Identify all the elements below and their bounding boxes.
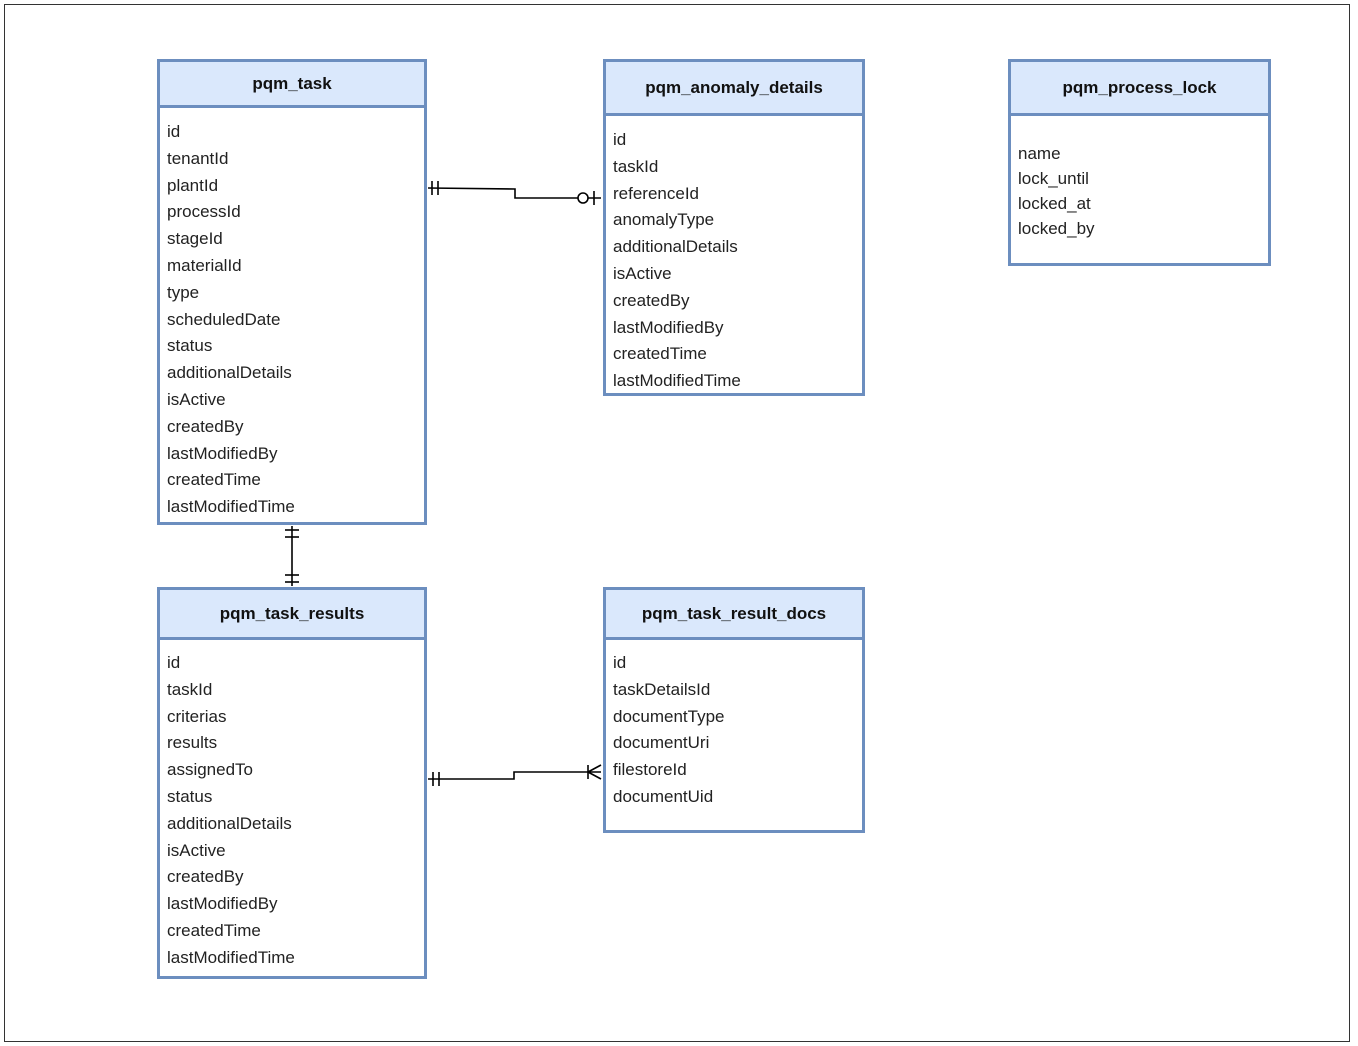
entity-title: pqm_task_results bbox=[160, 590, 424, 640]
one-or-many-marker bbox=[587, 764, 602, 773]
field-name: documentType bbox=[613, 706, 725, 726]
relationship-line bbox=[427, 187, 601, 199]
field-name: additionalDetails bbox=[613, 237, 738, 257]
field-name: lastModifiedTime bbox=[167, 947, 295, 967]
field-name: plantId bbox=[167, 175, 219, 195]
field-list: name lock_until locked_at locked_by bbox=[1011, 116, 1268, 241]
entity-pqm-process-lock[interactable]: pqm_process_lock name lock_until locked_… bbox=[1008, 59, 1271, 266]
relationship-line bbox=[428, 771, 601, 780]
field-name: referenceId bbox=[613, 183, 699, 203]
field-name: id bbox=[613, 653, 627, 672]
one-or-many-marker bbox=[587, 771, 602, 780]
entity-pqm-task[interactable]: pqm_task id tenantId plantId processId s… bbox=[157, 59, 427, 525]
field-name: createdTime bbox=[167, 920, 261, 940]
field-name: lastModifiedBy bbox=[613, 317, 724, 337]
entity-title: pqm_process_lock bbox=[1011, 62, 1268, 116]
field-name: lastModifiedTime bbox=[613, 371, 741, 391]
field-name: documentUri bbox=[613, 733, 710, 753]
field-name: additionalDetails bbox=[167, 363, 292, 383]
entity-title: pqm_anomaly_details bbox=[606, 62, 862, 116]
field-name: status bbox=[167, 336, 213, 356]
field-name: additionalDetails bbox=[167, 813, 292, 833]
field-list: id taskId criterias results assignedTo s… bbox=[160, 640, 424, 972]
field-name: isActive bbox=[167, 389, 226, 409]
field-name: anomalyType bbox=[613, 210, 715, 230]
entity-pqm-task-results[interactable]: pqm_task_results id taskId criterias res… bbox=[157, 587, 427, 979]
field-name: stageId bbox=[167, 229, 223, 249]
field-name: assignedTo bbox=[167, 760, 254, 780]
field-name: status bbox=[167, 786, 213, 806]
field-name: lock_until bbox=[1018, 169, 1089, 188]
field-name: lastModifiedBy bbox=[167, 443, 278, 463]
field-name: lastModifiedBy bbox=[167, 894, 278, 914]
entity-pqm-task-result-docs[interactable]: pqm_task_result_docs id taskDetailsId do… bbox=[603, 587, 865, 833]
field-name: tenantId bbox=[167, 148, 229, 168]
field-name: locked_by bbox=[1018, 219, 1095, 238]
field-name: materialId bbox=[167, 255, 242, 275]
entity-title: pqm_task bbox=[160, 62, 424, 108]
field-name: locked_at bbox=[1018, 194, 1091, 213]
field-list: id taskId referenceId anomalyType additi… bbox=[606, 116, 862, 395]
field-name: id bbox=[167, 122, 181, 141]
field-name: isActive bbox=[613, 263, 672, 283]
field-name: filestoreId bbox=[613, 760, 687, 780]
field-name: type bbox=[167, 282, 200, 302]
field-name: scheduledDate bbox=[167, 309, 281, 329]
field-name: createdBy bbox=[167, 867, 244, 887]
entity-pqm-anomaly-details[interactable]: pqm_anomaly_details id taskId referenceI… bbox=[603, 59, 865, 396]
field-name: taskId bbox=[167, 679, 213, 699]
field-name: createdBy bbox=[167, 416, 244, 436]
field-name: taskId bbox=[613, 156, 659, 176]
field-name: createdTime bbox=[167, 470, 261, 490]
field-name: name bbox=[1018, 144, 1061, 163]
field-name: results bbox=[167, 733, 218, 753]
field-name: lastModifiedTime bbox=[167, 497, 295, 517]
field-list: id tenantId plantId processId stageId ma… bbox=[160, 108, 424, 521]
zero-or-one-marker bbox=[577, 192, 589, 204]
field-list: id taskDetailsId documentType documentUr… bbox=[606, 640, 862, 811]
field-name: createdTime bbox=[613, 344, 707, 364]
field-name: criterias bbox=[167, 706, 227, 726]
field-name: taskDetailsId bbox=[613, 679, 711, 699]
field-name: createdBy bbox=[613, 290, 690, 310]
field-name: id bbox=[613, 130, 627, 149]
entity-title: pqm_task_result_docs bbox=[606, 590, 862, 640]
field-name: id bbox=[167, 653, 181, 672]
field-name: documentUid bbox=[613, 786, 714, 806]
field-name: processId bbox=[167, 202, 241, 222]
field-name: isActive bbox=[167, 840, 226, 860]
